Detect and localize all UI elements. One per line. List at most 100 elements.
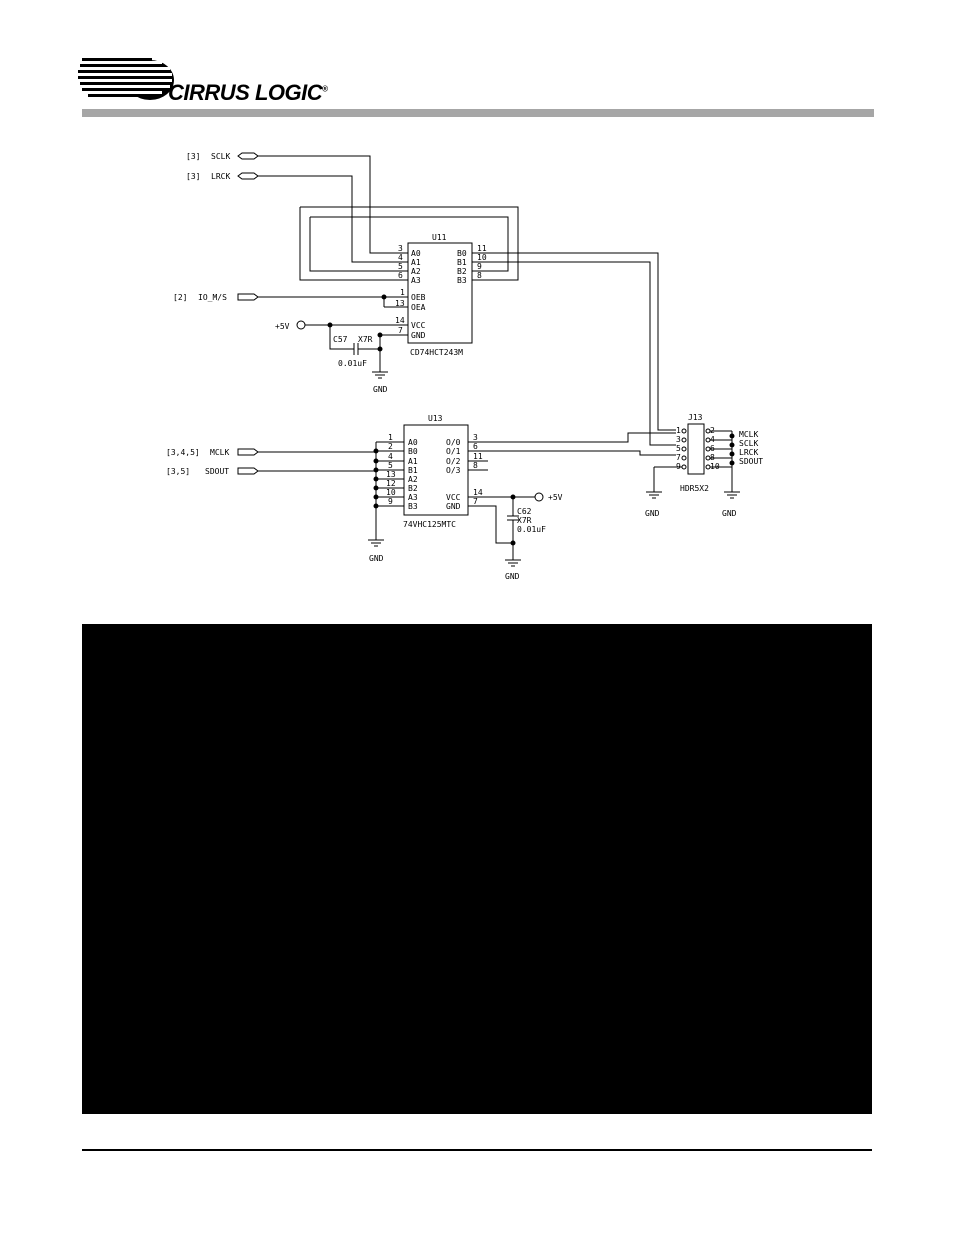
svg-text:GND: GND [369, 554, 384, 563]
svg-text:3: 3 [676, 435, 681, 444]
svg-text:U11: U11 [432, 233, 447, 242]
svg-text:1: 1 [400, 288, 405, 297]
svg-text:[3]: [3] [186, 152, 200, 161]
svg-text:GND: GND [505, 572, 520, 581]
svg-text:7: 7 [398, 326, 403, 335]
svg-text:CD74HCT243M: CD74HCT243M [410, 348, 463, 357]
svg-text:1: 1 [388, 433, 393, 442]
svg-text:MCLK: MCLK [739, 430, 758, 439]
svg-text:GND: GND [411, 331, 426, 340]
svg-text:+5V: +5V [548, 493, 563, 502]
svg-text:12: 12 [386, 479, 396, 488]
svg-text:[2]: [2] [173, 293, 187, 302]
svg-text:[3]: [3] [186, 172, 200, 181]
svg-text:MCLK: MCLK [210, 448, 229, 457]
svg-text:[3,5]: [3,5] [166, 467, 190, 476]
svg-text:O/3: O/3 [446, 466, 461, 475]
svg-text:0.01uF: 0.01uF [517, 525, 546, 534]
svg-text:O/0: O/0 [446, 438, 461, 447]
schematic-diagram: [3] SCLK [3] LRCK [2] IO_M/S [3,4,5] MCL… [166, 152, 763, 581]
svg-text:GND: GND [446, 502, 461, 511]
svg-text:SCLK: SCLK [739, 439, 758, 448]
svg-text:3: 3 [473, 433, 478, 442]
svg-text:VCC: VCC [446, 493, 461, 502]
logo-swoosh-icon [78, 58, 174, 100]
header-bar [82, 109, 874, 117]
u13-power: +5V C62 X7R 0.01uF GND [488, 492, 563, 581]
svg-text:B1: B1 [457, 258, 467, 267]
svg-text:+5V: +5V [275, 322, 290, 331]
svg-text:4: 4 [388, 452, 393, 461]
svg-text:X7R: X7R [517, 516, 532, 525]
svg-text:IO_M/S: IO_M/S [198, 293, 227, 302]
svg-text:HDR5X2: HDR5X2 [680, 484, 709, 493]
svg-text:X7R: X7R [358, 335, 373, 344]
svg-text:74VHC125MTC: 74VHC125MTC [403, 520, 456, 529]
svg-text:GND: GND [722, 509, 737, 518]
svg-text:11: 11 [473, 452, 483, 461]
svg-text:OEB: OEB [411, 293, 426, 302]
svg-text:5: 5 [388, 461, 393, 470]
u11-nets [258, 155, 676, 446]
svg-text:11: 11 [477, 244, 487, 253]
u13-nets: GND [258, 432, 676, 563]
svg-text:A3: A3 [411, 276, 421, 285]
svg-text:C62: C62 [517, 507, 532, 516]
svg-text:B2: B2 [457, 267, 467, 276]
u11-power: +5V C57 X7R 0.01uF GND [275, 320, 388, 394]
svg-text:A2: A2 [408, 475, 418, 484]
svg-text:GND: GND [645, 509, 660, 518]
svg-text:A1: A1 [411, 258, 421, 267]
svg-text:SDOUT: SDOUT [739, 457, 763, 466]
svg-text:A0: A0 [411, 249, 421, 258]
svg-text:B0: B0 [457, 249, 467, 258]
svg-text:5: 5 [398, 262, 403, 271]
svg-text:A2: A2 [411, 267, 421, 276]
svg-text:C57: C57 [333, 335, 348, 344]
svg-text:6: 6 [473, 442, 478, 451]
svg-text:SCLK: SCLK [211, 152, 230, 161]
u11-buffer-chip: U11 CD74HCT243M A0 A1 A2 A3 OEB OEA VCC … [383, 233, 490, 357]
port-sdout: [3,5] SDOUT [166, 467, 259, 476]
svg-text:4: 4 [398, 253, 403, 262]
svg-text:7: 7 [473, 497, 478, 506]
svg-text:8: 8 [473, 461, 478, 470]
svg-text:J13: J13 [688, 413, 703, 422]
svg-text:SDOUT: SDOUT [205, 467, 229, 476]
svg-text:14: 14 [395, 316, 405, 325]
svg-text:13: 13 [395, 299, 405, 308]
svg-text:B3: B3 [408, 502, 418, 511]
svg-text:6: 6 [398, 271, 403, 280]
port-io-ms: [2] IO_M/S [173, 293, 259, 302]
svg-text:GND: GND [373, 385, 388, 394]
svg-text:7: 7 [676, 453, 681, 462]
svg-text:3: 3 [398, 244, 403, 253]
svg-text:10: 10 [477, 253, 487, 262]
svg-text:U13: U13 [428, 414, 443, 423]
svg-text:LRCK: LRCK [739, 448, 758, 457]
svg-text:B0: B0 [408, 447, 418, 456]
redacted-region [82, 624, 872, 1114]
svg-text:8: 8 [477, 271, 482, 280]
svg-text:LRCK: LRCK [211, 172, 230, 181]
svg-text:B1: B1 [408, 466, 418, 475]
u13-buffer-chip: U13 74VHC125MTC A0 B0 A1 B1 A2 B2 A3 B3 … [376, 414, 488, 529]
svg-text:O/2: O/2 [446, 457, 461, 466]
svg-text:5: 5 [676, 444, 681, 453]
port-lrck: [3] LRCK [186, 172, 259, 181]
svg-text:[3,4,5]: [3,4,5] [166, 448, 200, 457]
svg-text:VCC: VCC [411, 321, 426, 330]
port-sclk: [3] SCLK [186, 152, 259, 161]
svg-text:B3: B3 [457, 276, 467, 285]
svg-text:9: 9 [388, 497, 393, 506]
svg-text:A0: A0 [408, 438, 418, 447]
svg-text:A1: A1 [408, 457, 418, 466]
svg-text:0.01uF: 0.01uF [338, 359, 367, 368]
j13-header-connector: J13 HDR5X2 1 3 5 7 9 2 4 6 8 10 GND GND … [645, 413, 763, 518]
svg-text:13: 13 [386, 470, 396, 479]
svg-text:14: 14 [473, 488, 483, 497]
brand-name: CIRRUS LOGIC® [168, 80, 328, 105]
svg-text:9: 9 [477, 262, 482, 271]
footer-rule [82, 1149, 872, 1151]
svg-text:O/1: O/1 [446, 447, 461, 456]
